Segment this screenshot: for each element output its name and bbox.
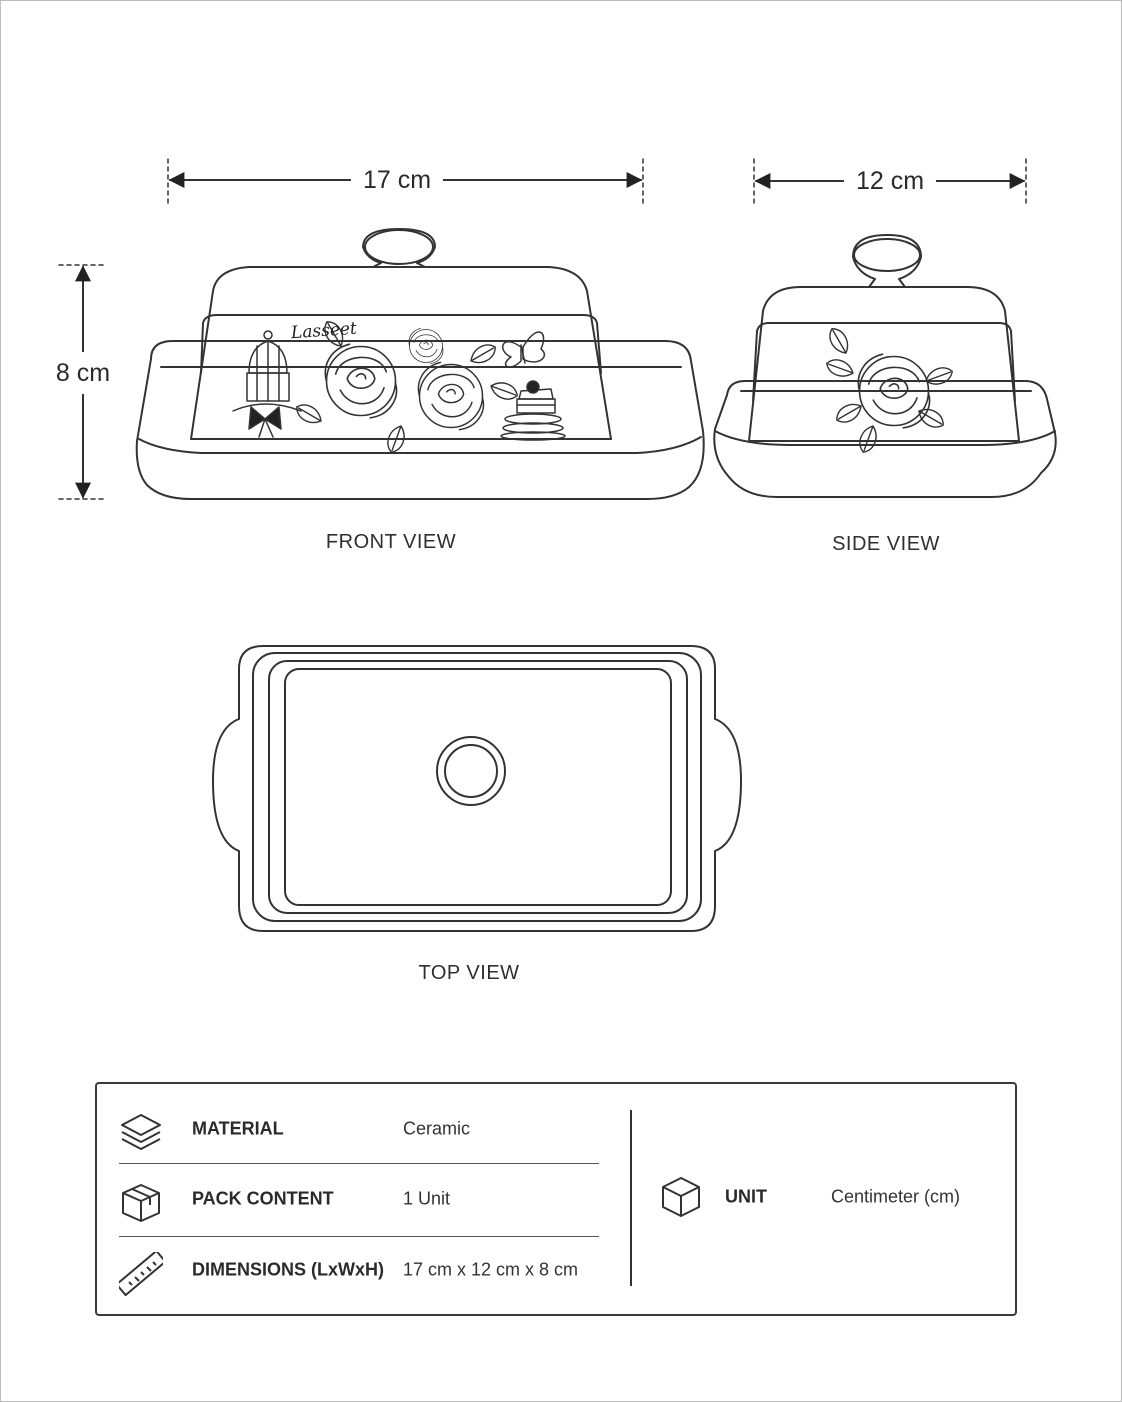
front-view-label: FRONT VIEW [325,531,457,553]
spec-value: 17 cm x 12 cm x 8 cm [403,1259,579,1280]
front-view-drawing [135,228,705,500]
spec-label: MATERIAL [192,1118,284,1139]
row-divider [119,1163,599,1164]
top-view-drawing [212,645,742,932]
spec-table: MATERIAL Ceramic PACK CONTENT 1 Unit DIM… [95,1082,1017,1316]
top-view-label: TOP VIEW [418,962,520,984]
ruler-icon [119,1252,163,1296]
spec-value: Ceramic [403,1118,471,1139]
side-view-drawing [713,234,1057,498]
spec-row-pack-content: PACK CONTENT 1 Unit [119,1165,599,1235]
technical-drawing [58,158,1057,932]
spec-label: DIMENSIONS (LxWxH) [192,1259,385,1280]
height-label: 8 cm [55,352,111,394]
side-view-label: SIDE VIEW [832,533,940,555]
spec-label: PACK CONTENT [192,1188,334,1209]
cube-icon [662,1177,700,1217]
row-divider [119,1236,599,1237]
box-icon [122,1184,160,1222]
spec-row-dimensions: DIMENSIONS (LxWxH) 17 cm x 12 cm x 8 cm [119,1236,599,1306]
unit-value: Centimeter (cm) [831,1186,961,1207]
spec-row-material: MATERIAL Ceramic [119,1095,599,1165]
layers-icon [121,1114,161,1150]
width-label: 12 cm [843,166,937,196]
unit-label: UNIT [725,1186,767,1207]
length-label: 17 cm [350,165,444,195]
spec-value: 1 Unit [403,1188,451,1209]
column-divider [630,1110,632,1286]
